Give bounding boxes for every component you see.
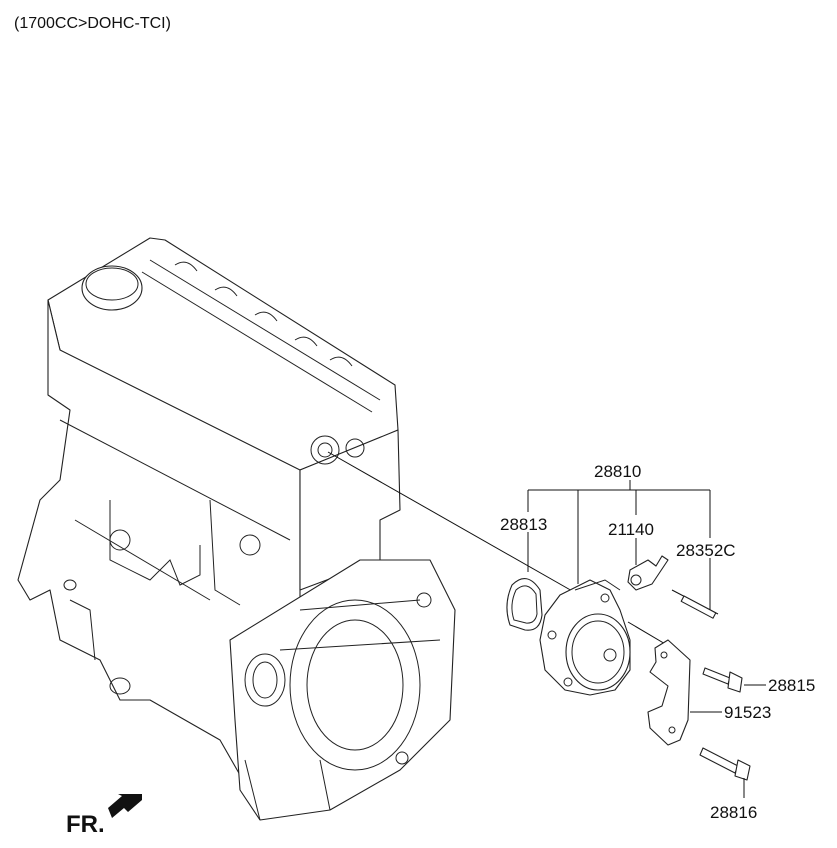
upper-bolt-illustration [702, 667, 743, 693]
bracket-illustration [647, 639, 691, 746]
lower-bolt-illustration [699, 747, 751, 781]
vacuum-pump-illustration [539, 579, 631, 696]
callout-leaders [527, 480, 766, 798]
mounting-leader-line [327, 451, 589, 601]
callout-28816[interactable]: 28816 [710, 803, 757, 822]
front-arrow-icon [108, 794, 142, 818]
callout-28352c[interactable]: 28352C [676, 541, 736, 560]
fitting-illustration [627, 555, 669, 591]
callout-28815[interactable]: 28815 [768, 676, 815, 695]
front-indicator-label: FR. [66, 811, 105, 838]
callout-28813[interactable]: 28813 [500, 515, 547, 534]
pin-illustration [671, 589, 719, 619]
engine-spec-header: (1700CC>DOHC-TCI) [14, 15, 171, 32]
gasket-illustration [506, 578, 543, 631]
callout-28810[interactable]: 28810 [594, 462, 641, 481]
engine-block-illustration [17, 237, 456, 821]
callout-21140[interactable]: 21140 [608, 520, 654, 539]
front-indicator: FR. [66, 794, 142, 838]
callout-91523[interactable]: 91523 [724, 703, 771, 722]
